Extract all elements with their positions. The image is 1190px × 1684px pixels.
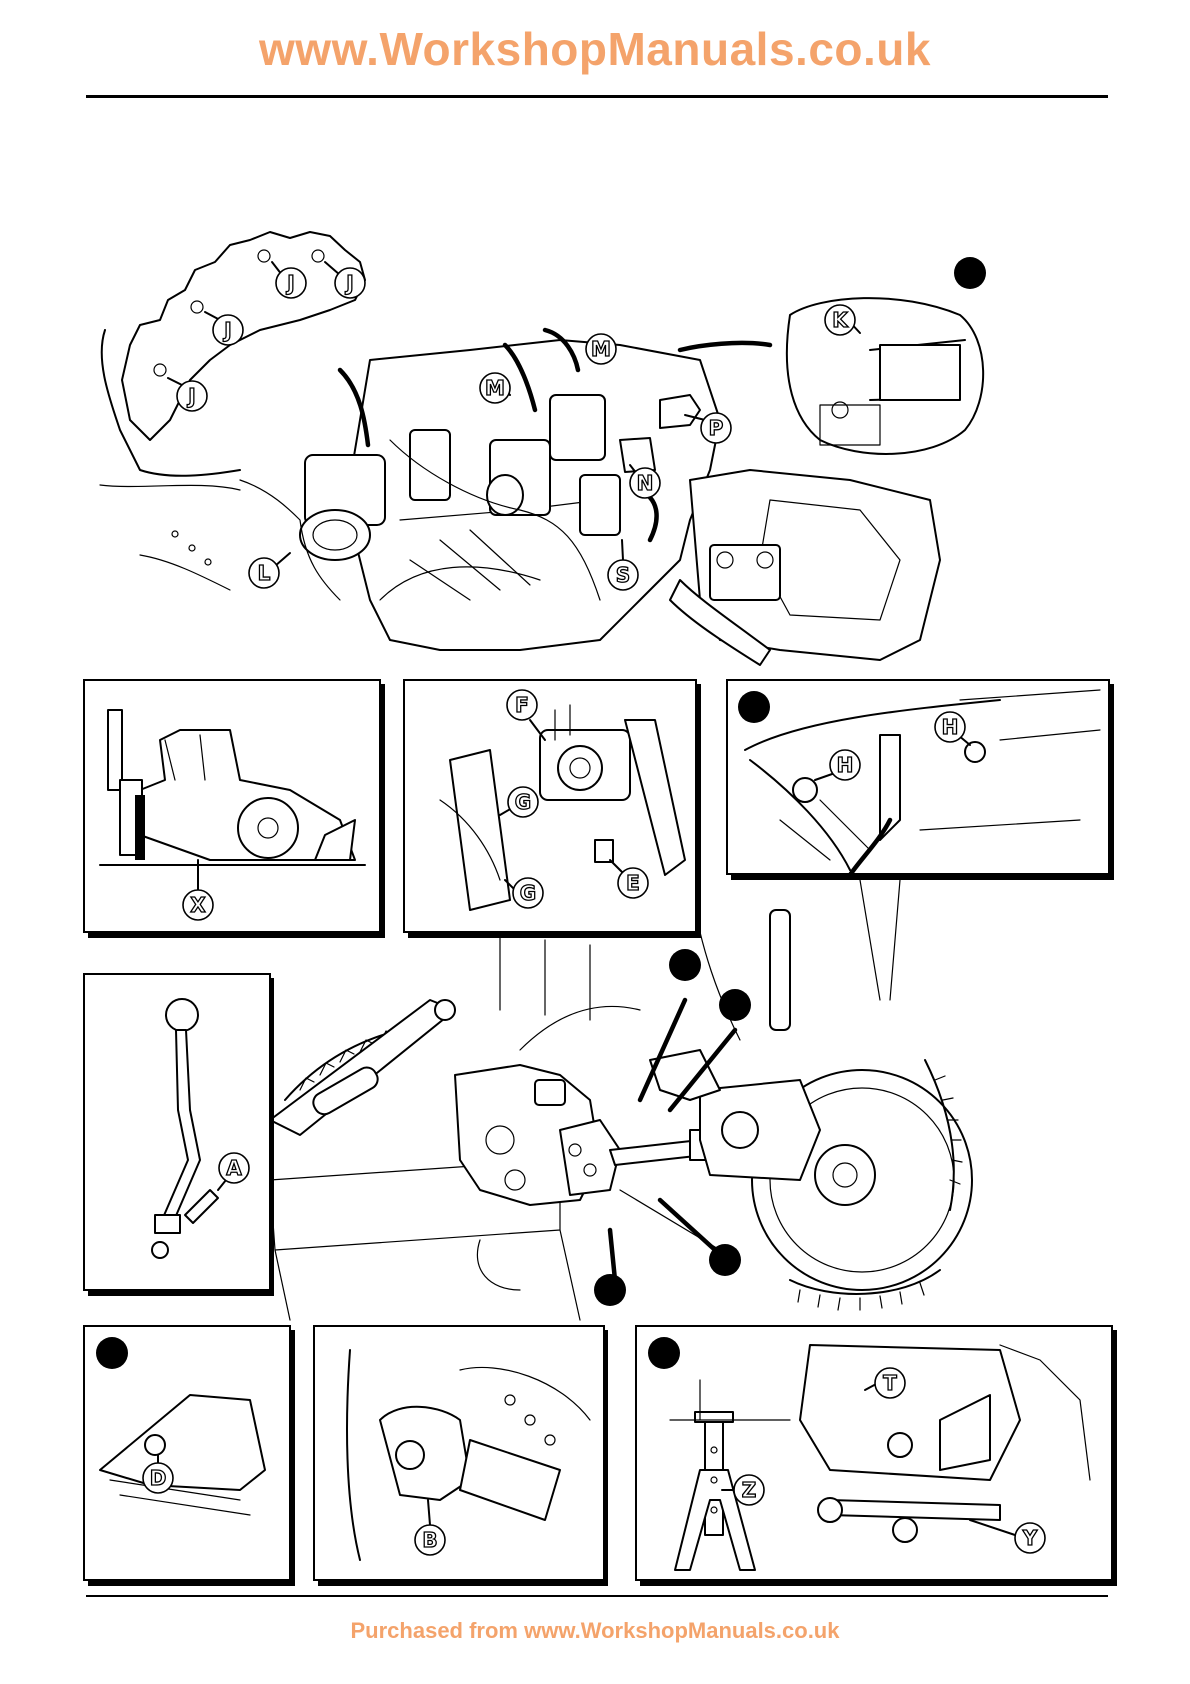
inset-box-d: D	[84, 1326, 295, 1586]
callout-k: K	[832, 308, 849, 332]
engine-transmission-overview	[100, 232, 986, 665]
callout-s: S	[616, 563, 630, 587]
step-marker-dot	[719, 989, 751, 1021]
callout-x: X	[190, 893, 206, 917]
step-marker-dot	[738, 691, 770, 723]
machine-rear-axle-view	[270, 880, 972, 1320]
step-marker-dot	[594, 1274, 626, 1306]
callout-f: F	[515, 693, 529, 717]
callout-h-1: H	[942, 715, 959, 739]
callout-t: T	[883, 1371, 897, 1395]
callout-l: L	[258, 561, 271, 585]
callout-p: P	[709, 416, 724, 440]
callout-j-2: J	[344, 271, 353, 295]
callout-g-2: G	[520, 881, 536, 905]
callout-n: N	[637, 471, 654, 495]
callout-h-2: H	[837, 753, 854, 777]
inset-detail-k	[787, 298, 983, 454]
callout-d: D	[150, 1466, 167, 1490]
callout-a: A	[226, 1156, 242, 1180]
callout-j-4: J	[186, 384, 195, 408]
inset-box-a: A	[84, 974, 274, 1296]
step-marker-dot	[709, 1244, 741, 1276]
callout-j-1: J	[285, 271, 294, 295]
step-marker-dot	[648, 1337, 680, 1369]
callout-e: E	[626, 871, 640, 895]
step-marker-dot	[669, 949, 701, 981]
callout-m-2: M	[485, 376, 505, 400]
callout-j-3: J	[222, 318, 231, 342]
purchase-watermark-footer: Purchased from www.WorkshopManuals.co.uk	[0, 1618, 1190, 1644]
callout-y: Y	[1022, 1526, 1038, 1550]
inset-box-x: X	[84, 680, 385, 938]
inset-box-b: B	[314, 1326, 608, 1586]
step-marker-dot	[96, 1337, 128, 1369]
step-marker-dot	[954, 257, 986, 289]
inset-box-h: H H	[727, 680, 1114, 880]
inset-box-t-z-y: T Z Y	[636, 1326, 1117, 1586]
callout-m-1: M	[591, 337, 611, 361]
callout-g-1: G	[515, 790, 531, 814]
footer-rule	[86, 1595, 1108, 1597]
callout-b: B	[422, 1528, 437, 1552]
callout-z: Z	[742, 1478, 757, 1502]
inset-box-f-g-e: F G G E	[404, 680, 701, 938]
transmission-unit	[455, 1065, 620, 1205]
